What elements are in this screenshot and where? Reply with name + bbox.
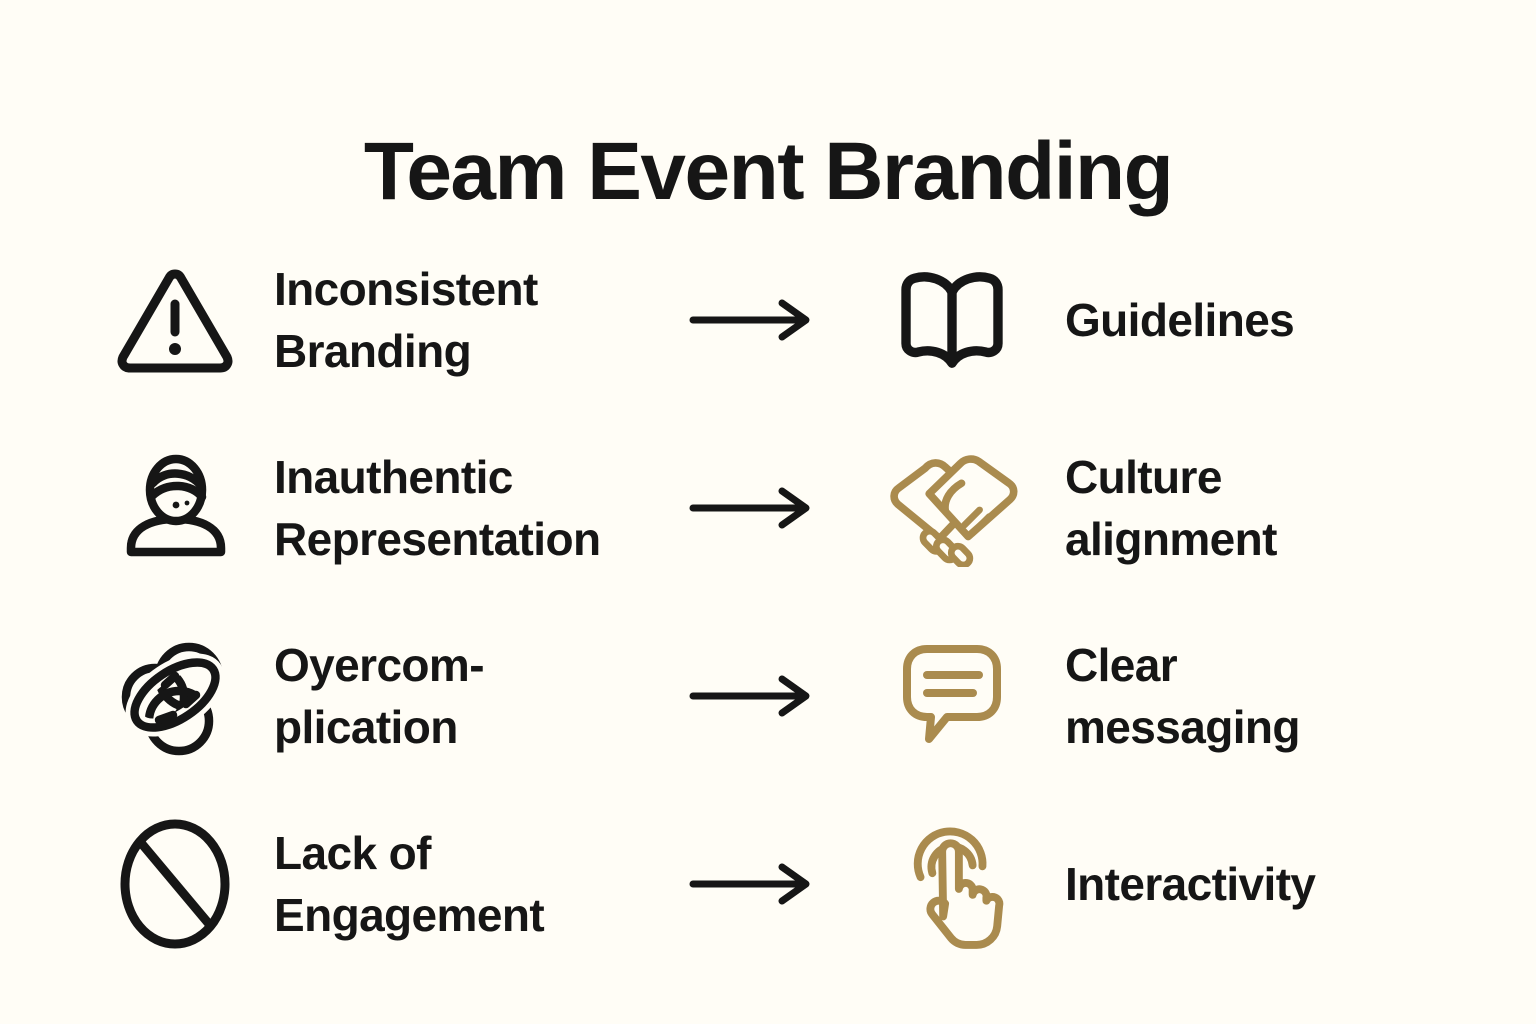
problem-label: Lack of Engagement: [274, 827, 545, 941]
solution-label: Interactivity: [1065, 858, 1316, 910]
handshake-icon: [885, 449, 1019, 567]
row-inauthentic-representation: Inauthentic Representation: [0, 414, 1536, 602]
problem-label: Oyercom- plication: [274, 639, 485, 753]
open-book-icon: [885, 263, 1019, 377]
solution-label: Clear messaging: [1065, 639, 1301, 753]
problem-label: Inauthentic Representation: [274, 451, 601, 565]
page-title: Team Event Branding: [363, 125, 1174, 217]
right-arrow-icon: [689, 298, 817, 342]
rows-container: Inconsistent Branding G: [0, 226, 1536, 978]
row-overcomplication: Oyercom- plication: [0, 602, 1536, 790]
tangled-knot-icon: [112, 635, 238, 757]
solution-label: Guidelines: [1065, 294, 1295, 346]
row-lack-of-engagement: Lack of Engagement: [0, 790, 1536, 978]
prohibition-icon: [112, 819, 238, 949]
tap-hand-icon: [885, 814, 1019, 954]
right-arrow-icon: [689, 674, 817, 718]
speech-bubble-icon: [885, 637, 1019, 755]
right-arrow-icon: [689, 862, 817, 906]
problem-label: Inconsistent Branding: [274, 263, 538, 377]
solution-label: Culture alignment: [1065, 451, 1277, 565]
right-arrow-icon: [689, 486, 817, 530]
warning-triangle-icon: [112, 264, 238, 376]
person-icon: [112, 448, 238, 568]
row-inconsistent-branding: Inconsistent Branding G: [0, 226, 1536, 414]
